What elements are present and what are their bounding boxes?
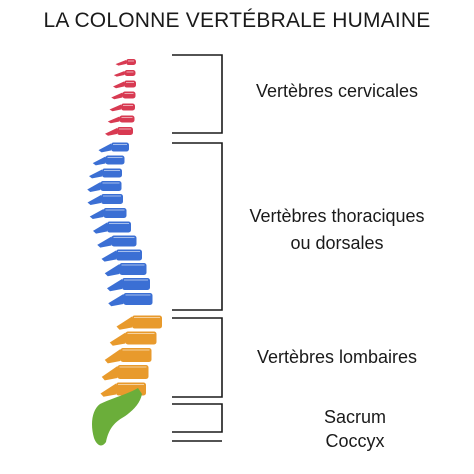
lumbar-vertebra-process	[101, 366, 118, 381]
label-cervical: Vertèbres cervicales	[255, 81, 419, 101]
thoracic-vertebra-body	[111, 142, 129, 152]
cervical-vertebra-body	[121, 103, 135, 111]
thoracic-vertebra	[92, 155, 125, 166]
diagram-title: LA COLONNE VERTÉBRALE HUMAINE	[43, 9, 431, 32]
lumbar-vertebra	[109, 331, 157, 346]
cervical-vertebra	[109, 103, 135, 112]
thoracic-vertebra-body	[119, 263, 147, 275]
thoracic-vertebra-process	[98, 143, 111, 153]
cervical-vertebra	[113, 80, 136, 89]
thoracic-vertebra-process	[89, 169, 102, 179]
thoracic-vertebra-process	[87, 182, 101, 192]
thoracic-vertebra-process	[101, 250, 116, 262]
thoracic-vertebra-process	[97, 236, 112, 248]
cervical-vertebra-body	[117, 127, 133, 135]
brackets	[172, 54, 223, 442]
lumbar-vertebra-body	[132, 315, 162, 329]
thoracic-vertebra	[87, 194, 123, 205]
bracket-lumbar	[172, 317, 223, 398]
label-coccyx: Coccyx	[325, 431, 385, 451]
label-thoracic-line2: ou dorsales	[290, 233, 384, 253]
bracket-cervical	[172, 54, 223, 134]
cervical-vertebra	[111, 91, 136, 100]
cervical-vertebra	[115, 59, 136, 66]
cervical-vertebra	[105, 127, 133, 136]
thoracic-vertebra-body	[111, 235, 137, 247]
cervical-vertebra-process	[105, 128, 117, 136]
thoracic-vertebra	[104, 263, 147, 277]
cervical-vertebra-body	[126, 59, 136, 65]
thoracic-vertebra-body	[123, 293, 153, 305]
cervical-vertebra-process	[113, 81, 124, 89]
cervical-vertebra	[107, 115, 135, 124]
lumbar-vertebra-process	[104, 349, 121, 364]
thoracic-vertebra-process	[107, 279, 122, 292]
thoracic-vertebra	[98, 142, 129, 153]
label-thoracic: Vertèbres thoraciques ou dorsales	[232, 203, 442, 257]
lumbar-vertebra	[116, 315, 162, 330]
lumbar-vertebra-body	[117, 365, 149, 379]
lumbar-vertebra-process	[116, 316, 132, 330]
lumbar-vertebra-process	[109, 332, 126, 346]
cervical-vertebra-process	[113, 71, 125, 77]
thoracic-vertebra	[108, 293, 153, 307]
vertebrae-group	[87, 59, 162, 397]
lumbar-vertebra-process	[100, 383, 116, 397]
sacrum-shape	[92, 388, 142, 446]
cervical-vertebra-process	[111, 92, 123, 100]
thoracic-vertebra-process	[93, 222, 107, 234]
cervical-vertebra-body	[119, 115, 135, 123]
cervical-vertebra-body	[124, 70, 136, 76]
label-sacrum: Sacrum	[323, 407, 386, 427]
lumbar-vertebra	[101, 365, 149, 381]
thoracic-vertebra-process	[108, 294, 124, 307]
label-lumbar: Vertèbres lombaires	[256, 347, 418, 367]
thoracic-vertebra-process	[89, 209, 104, 219]
thoracic-vertebra	[89, 208, 127, 219]
thoracic-vertebra	[107, 278, 150, 292]
thoracic-vertebra	[101, 249, 142, 262]
thoracic-vertebra	[87, 181, 122, 192]
lumbar-vertebra	[104, 348, 152, 364]
cervical-vertebra-process	[115, 60, 126, 66]
cervical-vertebra-process	[109, 104, 121, 112]
cervical-vertebra	[113, 70, 136, 77]
thoracic-vertebra-body	[122, 278, 150, 290]
thoracic-vertebra	[89, 168, 122, 179]
label-thoracic-line1: Vertèbres thoraciques	[249, 206, 425, 226]
thoracic-vertebra-body	[105, 155, 125, 165]
lumbar-vertebra-body	[120, 348, 152, 362]
thoracic-vertebra	[93, 221, 131, 234]
thoracic-vertebra-process	[92, 156, 106, 166]
cervical-vertebra-body	[122, 91, 136, 99]
thoracic-vertebra-process	[104, 264, 120, 277]
thoracic-vertebra-process	[87, 195, 101, 205]
thoracic-vertebra-body	[107, 221, 131, 233]
cervical-vertebra-body	[124, 80, 136, 88]
bracket-thoracic	[172, 142, 223, 311]
thoracic-vertebra-body	[116, 249, 142, 261]
cervical-vertebra-process	[107, 116, 120, 124]
bracket-sacrum	[172, 403, 223, 433]
thoracic-vertebra	[97, 235, 137, 248]
lumbar-vertebra-body	[125, 331, 157, 345]
thoracic-vertebra-body	[102, 168, 122, 178]
